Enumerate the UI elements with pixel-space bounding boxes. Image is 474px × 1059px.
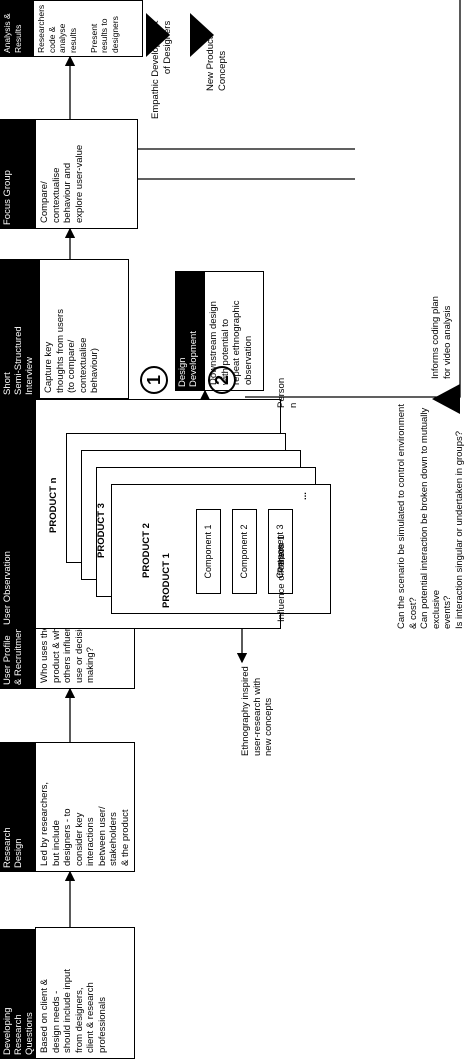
influence-label: Influence of others xyxy=(276,543,287,622)
empathic-note: Empathic Development of Designers xyxy=(150,20,173,119)
stage-4-header: User Observation xyxy=(0,399,36,629)
stage-1-body: Based on client & design needs - should … xyxy=(35,927,135,1059)
badge-one: 1 xyxy=(140,366,168,394)
empathic-arrowhead xyxy=(146,13,170,57)
product-2-label: PRODUCT 2 xyxy=(141,523,152,578)
stage-2-header: Research Design xyxy=(0,742,36,872)
stage-7-body: Researchers code & analyse results Prese… xyxy=(33,0,143,57)
stage-6-header: Focus Group xyxy=(0,119,36,229)
person-n-label: Person n xyxy=(276,377,299,408)
coding-arrowhead xyxy=(432,384,460,414)
component-box: Component 2 xyxy=(232,509,257,594)
coding-note: Informs coding plan for video analysis xyxy=(430,296,453,379)
observation-panel: PRODUCT n PRODUCT 3 PRODUCT 2 PRODUCT 1 Comp… xyxy=(35,378,331,629)
stage-5-header: Short Semi-Structured Interview xyxy=(0,259,40,399)
stage-6-body: Compare/ contextualise behaviour and exp… xyxy=(35,119,138,229)
badge-two: 2 xyxy=(208,366,236,394)
product-3-label: PRODUCT 3 xyxy=(96,503,107,558)
stage-2-body: Led by researchers, but include designer… xyxy=(35,742,135,872)
component-ellipsis: ... xyxy=(298,492,309,500)
feedback-right-line xyxy=(245,0,461,398)
stage-7-header: Analysis & Results xyxy=(0,0,34,57)
stage-8-header: Design Development xyxy=(175,271,205,391)
stage-5-body: Capture key thoughts from users (to comp… xyxy=(39,259,129,399)
newproduct-arrowhead xyxy=(190,13,214,57)
product-1-label: PRODUCT 1 xyxy=(161,553,172,608)
ethnography-note: Ethnography inspired user-research with … xyxy=(240,666,274,756)
component-box: Component 1 xyxy=(196,509,221,594)
product-n-label: PRODUCT n xyxy=(48,477,59,533)
stage-1-header: Developing Research Questions xyxy=(0,929,36,1059)
observation-questions: Can the scenario be simulated to control… xyxy=(396,404,465,629)
newproducts-note: New Product Concepts xyxy=(205,36,228,91)
